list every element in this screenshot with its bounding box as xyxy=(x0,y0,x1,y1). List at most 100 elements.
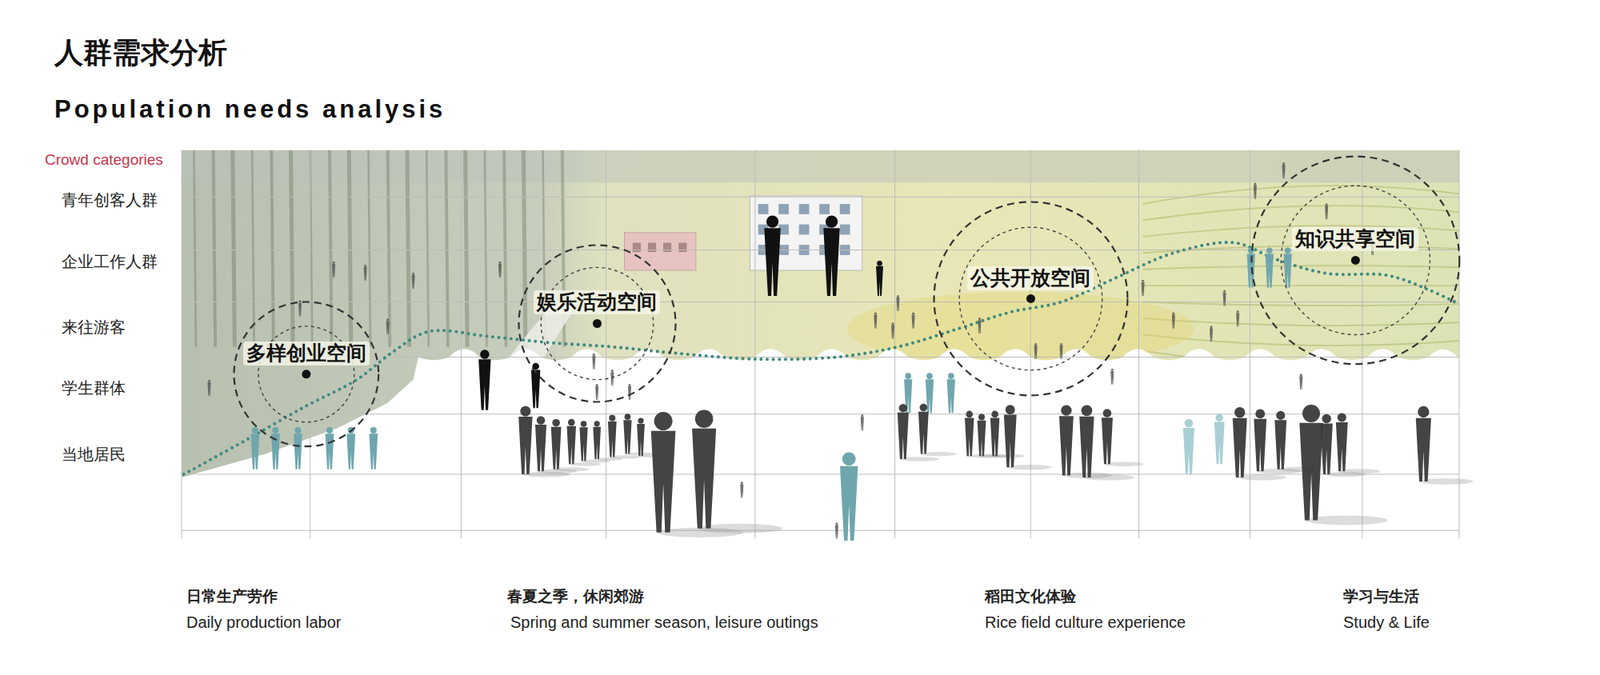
person-head xyxy=(1111,368,1114,372)
person-body xyxy=(891,325,895,340)
scene-caption: 稻田文化体验 xyxy=(984,587,1076,606)
person-silhouette xyxy=(1253,408,1301,474)
person-silhouette xyxy=(873,312,877,329)
flower-field xyxy=(847,292,1195,366)
person-body xyxy=(478,359,491,411)
person-body xyxy=(1299,376,1303,390)
grid-line xyxy=(894,150,896,540)
person-body xyxy=(840,466,858,541)
scene-caption-en: Daily production labor xyxy=(186,612,341,632)
person-silhouette xyxy=(876,260,884,296)
person-head xyxy=(1321,414,1331,424)
person-silhouette xyxy=(1079,404,1135,480)
person-body xyxy=(498,264,502,278)
person-head xyxy=(1253,183,1256,186)
outer-dashed-ring xyxy=(518,244,676,402)
label-wrap: Study & Life xyxy=(1343,612,1430,632)
person-head xyxy=(624,413,632,420)
person-body xyxy=(860,416,864,431)
person-silhouette xyxy=(1110,368,1114,385)
rice-terrace xyxy=(1143,334,1460,346)
person-silhouette xyxy=(740,481,744,498)
person-silhouette xyxy=(1141,280,1145,296)
house-window xyxy=(840,224,851,236)
circle-outline xyxy=(232,300,380,448)
tree-trunk xyxy=(388,150,391,348)
person-head xyxy=(326,427,333,434)
outer-dashed-ring xyxy=(1251,156,1460,364)
person-head xyxy=(332,261,336,264)
person-head xyxy=(1141,280,1144,283)
person-silhouette xyxy=(592,353,596,370)
person-body xyxy=(1253,419,1267,472)
people-layer xyxy=(207,162,1473,541)
inner-dashed-ring xyxy=(1280,185,1430,335)
person-silhouette xyxy=(332,261,336,278)
person-silhouette xyxy=(1284,247,1292,288)
label-wrap: 日常生产劳作 xyxy=(186,587,278,606)
rice-terrace xyxy=(1143,351,1460,366)
person-body xyxy=(1172,315,1176,329)
person-head xyxy=(1255,408,1265,419)
axis-heading: Crowd categories xyxy=(44,151,164,170)
person-head xyxy=(298,300,301,303)
person-body xyxy=(835,525,839,540)
scene-caption: 学习与生活 xyxy=(1343,587,1420,606)
person-silhouette xyxy=(1299,404,1388,525)
person-head xyxy=(965,411,973,419)
page-title: 人群需求分析 xyxy=(54,35,228,70)
person-silhouette xyxy=(386,318,390,335)
label-wrap: Rice field culture experience xyxy=(984,612,1186,632)
person-head xyxy=(1266,247,1273,254)
person-head xyxy=(1284,247,1292,254)
row-label: 当地居民 xyxy=(61,444,126,464)
grid-line xyxy=(181,356,1460,358)
label-wrap: 企业工作人群 xyxy=(61,252,158,272)
space-circle: 公共开放空间 xyxy=(932,200,1129,397)
person-head xyxy=(1005,404,1016,415)
person-body xyxy=(740,484,744,499)
space-name: 公共开放空间 xyxy=(967,266,1094,291)
space-name: 多样创业空间 xyxy=(243,341,370,366)
person-silhouette xyxy=(947,372,956,413)
label-wrap: Spring and summer season, leisure outing… xyxy=(510,612,819,632)
person-body xyxy=(1214,421,1225,464)
grid-line xyxy=(181,150,183,540)
person-head xyxy=(1215,414,1224,423)
person-body xyxy=(608,421,617,457)
person-head xyxy=(1172,312,1175,316)
label-wrap: Population needs analysis xyxy=(54,94,446,124)
person-silhouette xyxy=(840,452,858,541)
tree-trunk xyxy=(407,150,410,348)
person-body xyxy=(977,420,987,456)
person-head xyxy=(874,312,877,316)
person-head xyxy=(1060,404,1072,416)
person-silhouette xyxy=(623,413,654,456)
person-silhouette xyxy=(918,404,957,456)
space-circle: 娱乐活动空间 xyxy=(517,244,677,404)
person-silhouette xyxy=(567,419,602,467)
circle-outline xyxy=(932,200,1129,397)
grid-line xyxy=(181,196,1460,198)
person-silhouette xyxy=(1223,290,1227,307)
inner-dashed-ring xyxy=(540,267,653,380)
person-silhouette xyxy=(692,409,783,533)
rice-terrace xyxy=(1143,205,1460,220)
person-silhouette xyxy=(1236,310,1240,327)
person-head xyxy=(1276,411,1285,420)
center-dot xyxy=(592,319,602,328)
person-silhouette xyxy=(1059,343,1063,360)
person-head xyxy=(294,427,301,434)
tree-trunk xyxy=(465,150,468,348)
person-head xyxy=(370,427,377,434)
center-dot xyxy=(301,370,311,380)
person-silhouette xyxy=(977,317,981,334)
center-dot xyxy=(1026,294,1036,304)
person-body xyxy=(595,386,599,400)
person-silhouette xyxy=(1172,312,1176,329)
person-head xyxy=(580,420,588,428)
tree-trunk xyxy=(232,150,236,348)
space-circle: 知识共享空间 xyxy=(1250,155,1461,366)
person-head xyxy=(1236,310,1240,313)
person-silhouette xyxy=(1253,183,1257,200)
